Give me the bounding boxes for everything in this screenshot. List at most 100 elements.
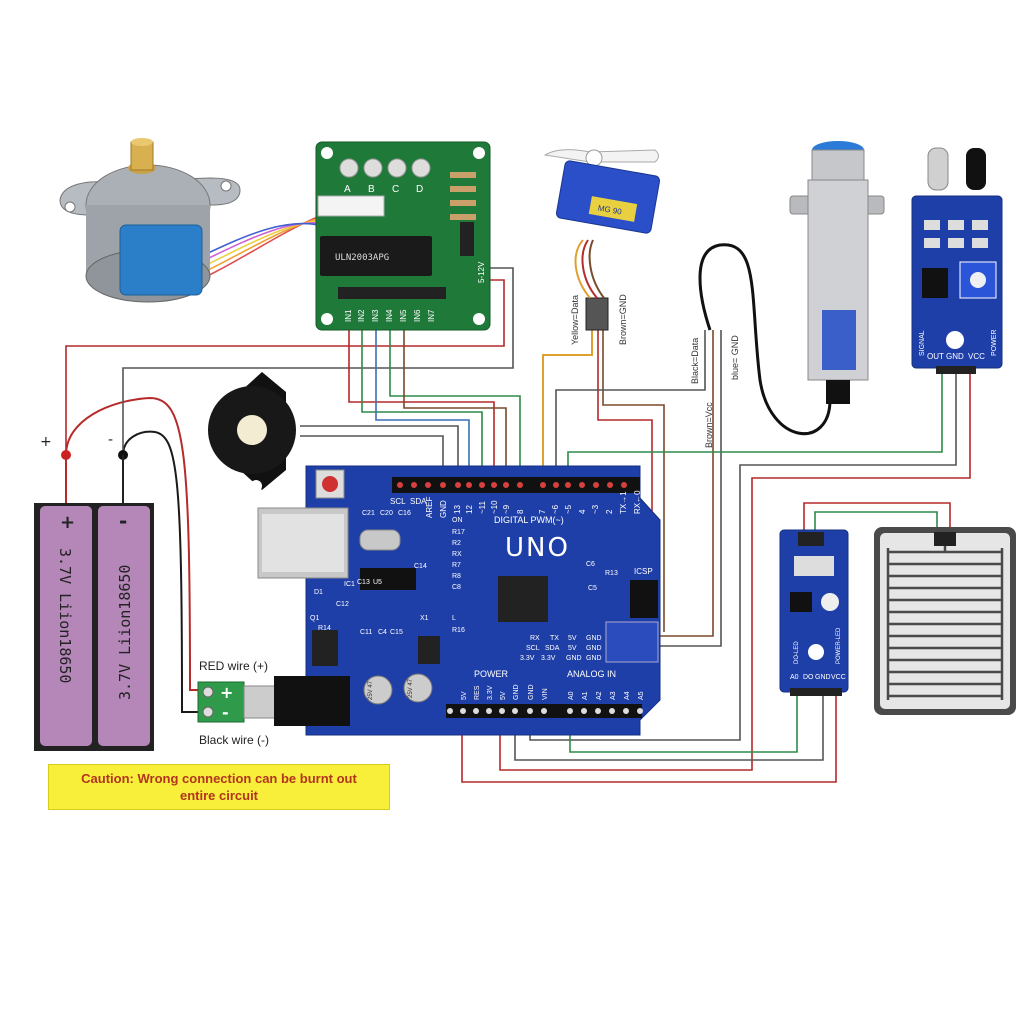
driver-pin-in6: IN6: [413, 309, 422, 322]
caution-box: Caution: Wrong connection can be burnt o…: [48, 764, 390, 810]
ir-pin-gnd: GND: [946, 352, 964, 361]
plate-traces: [886, 546, 1004, 700]
prox-blue-label: blue= GND: [730, 335, 740, 380]
buzzer-wire-1: [300, 425, 459, 480]
ir-out-wire: [567, 372, 943, 480]
prox-brown-label: Brown=Vcc: [704, 402, 714, 448]
digital-pwm-label: DIGITAL PWM(~): [494, 515, 564, 525]
vcc-rail-top: [65, 279, 505, 455]
ir-sensor-module: SIGNAL POWER OUT GND VCC: [911, 147, 1003, 374]
battery-plus-sign: +: [40, 434, 52, 450]
servo-data-wire: [542, 328, 593, 480]
pad-gnd-1: GND: [586, 635, 602, 642]
driver-leds: [339, 158, 431, 178]
comp-labels-22: C13: [357, 579, 370, 586]
comp-labels-14: X1: [420, 615, 429, 622]
battery-minus-wire: [122, 430, 200, 713]
terminal-minus: -: [222, 703, 229, 722]
comp-labels-11: C6: [586, 561, 595, 568]
ir-vcc-wire: [499, 372, 971, 771]
pad-gnd-4: GND: [586, 655, 602, 662]
rain-do-led: DO-LED: [794, 641, 800, 664]
prox-black-label: Black=Data: [690, 338, 700, 384]
icsp-label: ICSP: [634, 567, 653, 576]
comp-labels-1: C20: [380, 510, 393, 517]
uln2003-label: ULN2003APG: [335, 253, 389, 263]
digital-labels-0: 13: [453, 505, 462, 514]
gnd-rail-top: [122, 267, 514, 455]
battery-plus-wire: [65, 396, 200, 691]
digital-labels-3: ~10: [490, 500, 499, 514]
stepper-driver-board: A B C D ULN2003APG 5-12V IN1 IN2 IN3 IN4…: [315, 141, 491, 331]
ir-power-label: POWER: [991, 330, 998, 356]
pad-rx: RX: [530, 635, 540, 642]
ir-pin-vcc: VCC: [968, 352, 985, 361]
plate-trace-rails: [886, 546, 1004, 700]
pad-gnd-3: GND: [566, 655, 582, 662]
capacitor-2: [403, 673, 433, 703]
power-labels-4: GND: [513, 684, 520, 700]
driver-pin-in3: IN3: [371, 309, 380, 322]
power-labels-3: 5V: [500, 691, 507, 700]
battery-cell-2-minus: -: [119, 509, 127, 533]
digital-labels-7: ~6: [551, 504, 560, 514]
rain-pin-a0: A0: [790, 674, 799, 681]
pad-gnd-2: GND: [586, 645, 602, 652]
driver-led-c: C: [392, 184, 399, 195]
rain-power-led: POWER-LED: [836, 627, 842, 664]
comp-labels-7: R7: [452, 562, 461, 569]
comp-labels-12: R13: [605, 570, 618, 577]
comp-labels-17: IC1: [344, 581, 355, 588]
comp-labels-16: C14: [414, 563, 427, 570]
uln2003-chip: [320, 236, 432, 276]
comp-labels-21: C4: [378, 629, 387, 636]
pad-sda: SDA: [545, 645, 560, 652]
servo-gnd-wire: [602, 328, 665, 632]
servo-yellow-label: Yellow=Data: [570, 295, 580, 345]
comp-labels-10: R16: [452, 627, 465, 634]
comp-labels-0: C21: [362, 510, 375, 517]
power-labels-0: 5V: [461, 691, 468, 700]
in3-wire: [375, 318, 470, 480]
power-analog-header-pins: [447, 708, 643, 714]
cap-2-label: 25V 47: [408, 678, 414, 698]
pad-33v-1: 3.3V: [520, 655, 535, 662]
pad-rows: RX TX 5V GND SCL SDA 5V GND 3.3V 3.3V GN…: [520, 635, 602, 662]
rain-pin-do: DO: [803, 674, 814, 681]
driver-power-label: 5-12V: [477, 261, 486, 283]
comp-labels-25: D1: [314, 589, 323, 596]
comp-labels-5: R2: [452, 540, 461, 547]
battery-cell-2: [98, 506, 150, 746]
pin-scl-top: SCL: [390, 497, 406, 506]
driver-pin-in2: IN2: [357, 309, 366, 322]
digital-labels-8: ~5: [564, 504, 573, 514]
in2-wire: [361, 318, 483, 480]
driver-pin-in4: IN4: [385, 309, 394, 322]
buzzer: [208, 372, 296, 492]
comp-labels-20: C11: [360, 629, 372, 636]
comp-labels-18: C12: [336, 601, 349, 608]
prox-gnd-wire: [650, 330, 722, 647]
driver-pin-in5: IN5: [399, 309, 408, 322]
driver-pin-in7: IN7: [427, 309, 436, 322]
power-labels-1: RES: [474, 685, 481, 700]
digital-labels-1: 12: [465, 505, 474, 514]
pad-5v-1: 5V: [568, 635, 577, 642]
caution-line-2: entire circuit: [179, 788, 259, 803]
top-left-header-labels: SCL SDA AREF GND: [390, 497, 448, 518]
in5-wire: [403, 318, 507, 480]
driver-led-a: A: [344, 184, 351, 195]
battery-minus-sign: -: [108, 432, 113, 448]
power-terminal: + - RED wire (+) Black wire (-): [197, 659, 277, 747]
comp-labels-15: L: [452, 615, 456, 622]
in1-wire: [348, 318, 495, 480]
red-wire-label: RED wire (+): [199, 659, 268, 673]
power-section-label: POWER: [474, 669, 509, 679]
analog-labels-1: A1: [582, 691, 589, 700]
digital-labels-9: 4: [578, 509, 587, 514]
proximity-sensor: Black=Data Brown=Vcc blue= GND: [690, 141, 885, 448]
servo-motor: MG 90 Yellow=Data Brown=GND: [543, 149, 661, 345]
driver-pin-in1: IN1: [344, 309, 353, 322]
